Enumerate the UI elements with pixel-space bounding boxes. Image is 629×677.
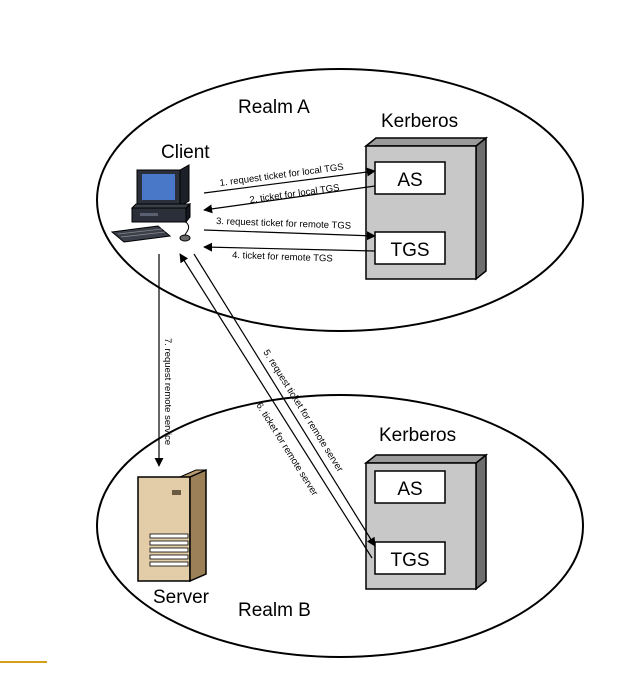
kerberos-a-tgs-label: TGS — [390, 240, 429, 261]
message-4-label: 4. ticket for remote TGS — [232, 250, 333, 265]
kerberos-a-server: Kerberos AS TGS — [363, 111, 489, 281]
realm-a-ellipse — [96, 68, 584, 332]
kerberos-a-as-box — [374, 161, 446, 195]
realm-b-ellipse — [96, 394, 584, 658]
server-label: Server — [153, 587, 210, 608]
kerberos-b-as-box — [374, 470, 446, 504]
kerberos-a-label: Kerberos — [381, 111, 458, 132]
arrow-5 — [193, 253, 376, 547]
arrow-4 — [203, 242, 376, 252]
kerberos-b-tgs-label: TGS — [390, 550, 429, 571]
message-7-label: 7. request remote service — [162, 338, 173, 445]
client-computer-icon: Client — [110, 142, 210, 243]
kerberos-a-as-label: AS — [397, 170, 422, 191]
arrow-6 — [179, 253, 373, 559]
arrow-2 — [203, 185, 376, 214]
kerberos-b-label: Kerberos — [379, 425, 456, 446]
kerberos-b-as-label: AS — [397, 479, 422, 500]
realm-a-label: Realm A — [238, 97, 310, 118]
realm-b-label: Realm B — [238, 600, 311, 621]
kerberos-b-tgs-box — [374, 541, 446, 575]
message-5-label: 5. request ticket for remote server — [260, 348, 345, 474]
arrow-3 — [203, 229, 376, 241]
message-3-label: 3. request ticket for remote TGS — [216, 216, 351, 232]
kerberos-a-tgs-box — [374, 231, 446, 265]
arrow-1 — [203, 167, 376, 194]
client-label: Client — [161, 142, 210, 163]
server-tower-icon: Server — [137, 468, 210, 608]
kerberos-b-server: Kerberos AS TGS — [363, 425, 489, 591]
